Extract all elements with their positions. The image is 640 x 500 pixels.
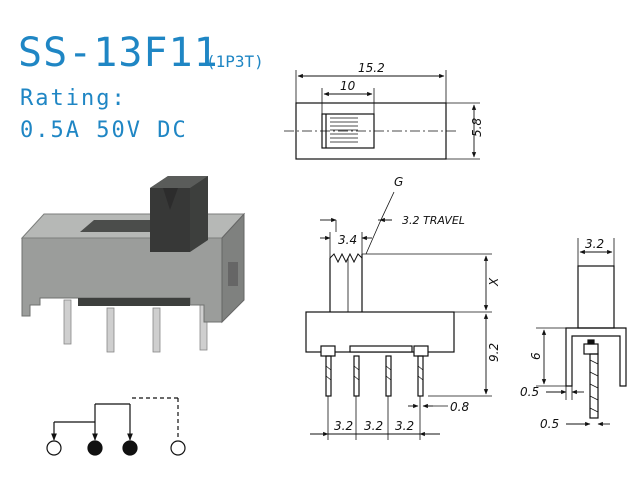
top-view-drawing xyxy=(284,70,480,160)
dim-pin-width: 0.8 xyxy=(450,400,469,414)
terminal-4-open xyxy=(170,440,186,456)
circuit-schematic xyxy=(51,397,179,441)
switch-illustration xyxy=(20,176,246,353)
dim-side-actuator-width: 3.2 xyxy=(585,237,604,251)
dim-travel: 3.2 TRAVEL xyxy=(402,214,465,227)
dim-actuator-height: X xyxy=(487,277,501,287)
dim-side-body-height: 6 xyxy=(529,352,543,360)
dim-overall-height: 9.2 xyxy=(487,343,501,362)
dim-pin-pitch-3: 3.2 xyxy=(395,419,414,433)
dim-pin-thickness: 0.5 xyxy=(540,417,559,431)
front-view-drawing xyxy=(305,191,492,440)
terminal-3-closed xyxy=(122,440,138,456)
dim-pin-pitch-2: 3.2 xyxy=(364,419,383,433)
dim-overall-width: 15.2 xyxy=(358,61,385,75)
dim-pin-pitch-1: 3.2 xyxy=(334,419,353,433)
dim-gap-label: G xyxy=(394,175,403,189)
terminal-2-closed xyxy=(87,440,103,456)
rating-label: Rating: xyxy=(20,86,127,111)
dim-pin-offset: 0.5 xyxy=(520,385,539,399)
dim-slot-width: 10 xyxy=(340,79,356,93)
side-view-drawing xyxy=(536,238,627,427)
pole-throw-config: (1P3T) xyxy=(206,52,264,71)
dim-actuator-width: 3.4 xyxy=(338,233,357,247)
dim-top-height: 5.8 xyxy=(470,118,484,137)
terminal-1-open xyxy=(46,440,62,456)
model-title: SS-13F11 xyxy=(18,30,219,76)
rating-value: 0.5A 50V DC xyxy=(20,118,188,143)
